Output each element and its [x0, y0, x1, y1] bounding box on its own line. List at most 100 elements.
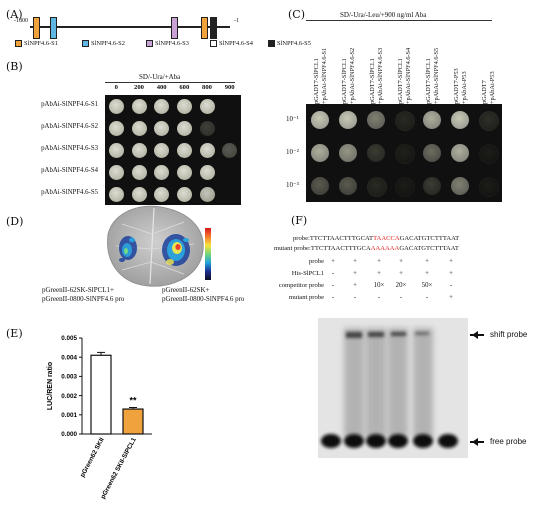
- shift-probe-arrowhead: [472, 331, 478, 339]
- cotransformation-label: +pAbAi-SlNPF4.6-S1: [321, 47, 328, 104]
- condition-value: +: [449, 294, 453, 301]
- yeast-colony-spot: [154, 98, 170, 114]
- bar: [122, 408, 144, 435]
- yeast-plate-c: [306, 104, 502, 202]
- legend-swatch: [15, 40, 22, 47]
- yeast-colony-spot: [176, 164, 192, 180]
- condition-value: -: [399, 294, 403, 301]
- concentration-label: 900: [224, 84, 235, 91]
- panel-f-label: (F): [291, 214, 308, 227]
- yeast-colony-spot: [131, 186, 147, 202]
- construct-left-line2: pGreenII-0800-SlNPF4.6 pro: [42, 295, 125, 303]
- y-tick-label: 0.005: [61, 335, 77, 342]
- y-tick-label: 0.000: [61, 431, 77, 438]
- condition-value: -: [331, 282, 335, 289]
- condition-value: 50×: [421, 282, 433, 289]
- construct-label: pAbAi-SlNPF4.6-S4: [41, 167, 98, 174]
- dilution-label: 10⁻²: [286, 148, 299, 156]
- mutant-probe-sequence: mutant probe:TTCTTAACTTTGCAAAAAAAGACATGT…: [274, 245, 459, 252]
- dilution-label: 10⁻¹: [286, 115, 299, 124]
- cotransformation-label: pGADT7: [481, 80, 488, 104]
- condition-row-label: competitor probe: [278, 282, 324, 289]
- panel-c-label: (C): [288, 8, 305, 21]
- bar: [90, 354, 112, 435]
- condition-value: 20×: [395, 282, 407, 289]
- mutant-sequence-label: mutant probe:: [274, 245, 311, 252]
- condition-value: +: [377, 270, 381, 277]
- x-tick-label: pGreen62 SKII: [79, 436, 106, 478]
- promoter-element-box: [50, 17, 57, 39]
- condition-value: +: [399, 258, 403, 265]
- panel-c-title: SD/-Ura/-Leu/+900 ng/ml Aba: [340, 11, 427, 19]
- yeast-colony-spot: [154, 164, 170, 180]
- yeast-colony-spot: [395, 176, 415, 197]
- condition-value: -: [331, 270, 335, 277]
- emsa-condition-table: probe++++++His-SlPCL1-+++++competitor pr…: [270, 258, 480, 310]
- construct-label: pAbAi-SlNPF4.6-S5: [41, 189, 98, 196]
- panel-a-label: (A): [6, 8, 23, 21]
- promoter-element-box: [210, 17, 217, 39]
- yeast-colony-spot: [423, 111, 441, 130]
- panel-b-title-line: [105, 82, 235, 83]
- yeast-colony-spot: [131, 98, 147, 114]
- legend-item: SlNPF4.6-S5: [268, 40, 311, 47]
- emsa-gel-image: [318, 318, 468, 458]
- construct-label: pAbAi-SlNPF4.6-S2: [41, 123, 98, 130]
- y-tick-label: 0.003: [61, 374, 77, 381]
- promoter-element-box: [201, 17, 208, 39]
- construct-label: pAbAi-SlNPF4.6-S3: [41, 145, 98, 152]
- yeast-colony-spot: [222, 142, 238, 158]
- yeast-colony-spot: [423, 144, 441, 162]
- dilution-labels: 10⁻¹ 10⁻² 10⁻³: [282, 104, 306, 202]
- probe-sequence-label: probe:: [293, 235, 310, 242]
- cotransformation-label: +pAbAi-SlNPF4.6-S2: [349, 47, 356, 104]
- legend-swatch: [268, 40, 275, 47]
- condition-value: 10×: [373, 282, 385, 289]
- y-tick-label: 0.004: [61, 354, 77, 361]
- free-probe-arrowhead: [472, 438, 478, 446]
- yeast-colony-spot: [108, 186, 124, 202]
- condition-value: -: [331, 294, 335, 301]
- yeast-colony-spot: [311, 176, 329, 195]
- construct-label: pAbAi-SlNPF4.6-S1: [41, 101, 98, 108]
- condition-value: -: [353, 294, 357, 301]
- yeast-colony-spot: [176, 142, 192, 158]
- promoter-element-box: [171, 17, 178, 39]
- concentration-label: 600: [179, 84, 190, 91]
- legend-text: SlNPF4.6-S5: [277, 40, 311, 47]
- probe-sequence-end: GACATGTCTTTAAT: [399, 235, 460, 242]
- yeast-colony-spot: [154, 186, 170, 202]
- yeast-colony-spot: [339, 144, 357, 162]
- legend-item: SlNPF4.6-S1: [15, 40, 58, 47]
- yeast-colony-spot: [311, 144, 329, 162]
- condition-value: +: [353, 270, 357, 277]
- legend-swatch: [82, 40, 89, 47]
- yeast-colony-spot: [311, 111, 329, 130]
- yeast-colony-spot: [451, 144, 469, 162]
- condition-value: -: [449, 282, 453, 289]
- probe-binding-site: TAACCA: [373, 235, 400, 242]
- promoter-element-track: [30, 15, 230, 39]
- probe-sequence-start: TTCTTAACTTTGCAT: [309, 235, 374, 242]
- legend-text: SlNPF4.6-S2: [91, 40, 125, 47]
- x-tick-label: pGreen62 SKII-SlPCL1: [100, 436, 138, 500]
- yeast-colony-spot: [176, 120, 192, 136]
- yeast-colony-spot: [108, 98, 124, 114]
- condition-value: +: [449, 258, 453, 265]
- construct-right-line1: pGreenII-62SK+: [162, 286, 210, 294]
- yeast-plate-b: [105, 95, 241, 205]
- yeast-colony-spot: [108, 164, 124, 180]
- construct-labels-b: pAbAi-SlNPF4.6-S1 pAbAi-SlNPF4.6-S2 pAbAi-…: [0, 95, 104, 205]
- yeast-colony-spot: [176, 186, 192, 202]
- yeast-colony-spot: [339, 176, 357, 195]
- cotransformation-label: +pAbAi-SlNPF4.6-S5: [433, 47, 440, 104]
- yeast-colony-spot: [367, 111, 385, 130]
- dilution-label: 10⁻³: [286, 180, 299, 189]
- legend-text: SlNPF4.6-S3: [155, 40, 189, 47]
- yeast-colony-spot: [451, 111, 469, 130]
- legend-item: SlNPF4.6-S3: [146, 40, 189, 47]
- yeast-colony-spot: [479, 176, 499, 197]
- panel-c-title-line: [306, 20, 492, 21]
